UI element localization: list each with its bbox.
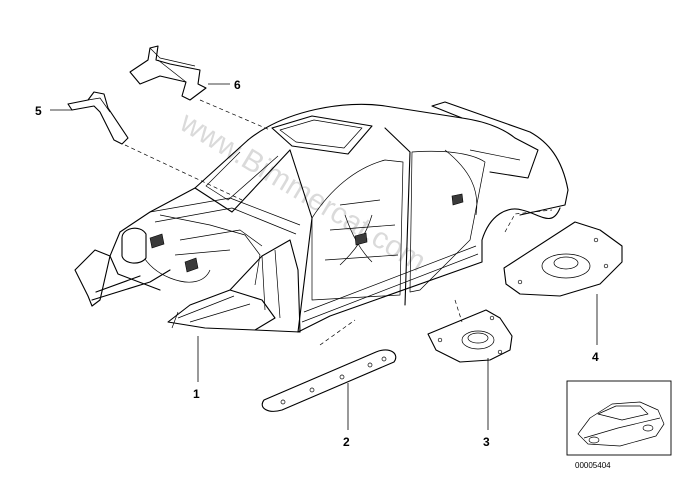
car-body-shell xyxy=(74,101,569,333)
callout-2: 2 xyxy=(343,435,350,449)
leader-lines xyxy=(50,83,598,430)
callout-5: 5 xyxy=(35,104,42,118)
callout-6: 6 xyxy=(234,78,241,92)
assembly-lines xyxy=(124,99,553,346)
callout-1: 1 xyxy=(193,387,200,401)
part-4-mounting-plate xyxy=(503,221,623,297)
part-6-bracket xyxy=(129,45,207,101)
part-3-mounting-plate xyxy=(427,309,513,363)
callout-4: 4 xyxy=(592,350,599,364)
diagram-number: 00005404 xyxy=(575,461,611,470)
vehicle-thumbnail xyxy=(566,380,672,456)
part-5-bracket xyxy=(67,91,129,145)
callout-3: 3 xyxy=(483,435,490,449)
part-2-reinforcement-plate xyxy=(261,349,397,412)
